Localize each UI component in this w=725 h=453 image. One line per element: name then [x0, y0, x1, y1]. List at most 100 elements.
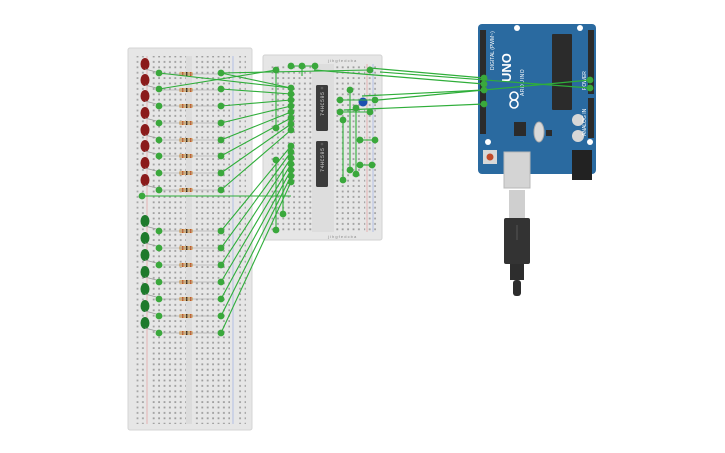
- resistor[interactable]: [160, 72, 222, 76]
- wire-node[interactable]: [155, 295, 163, 303]
- resistor[interactable]: [160, 154, 222, 158]
- jumper-wire[interactable]: [220, 151, 292, 249]
- analog-header[interactable]: [588, 98, 594, 138]
- wire-node[interactable]: [155, 244, 163, 252]
- wire-node[interactable]: [217, 85, 225, 93]
- wire-node[interactable]: [155, 85, 163, 93]
- arduino-wire[interactable]: [369, 67, 485, 79]
- wire-node[interactable]: [352, 104, 360, 112]
- power-header[interactable]: [588, 30, 594, 94]
- wire-node[interactable]: [217, 278, 225, 286]
- wire-node[interactable]: [346, 86, 354, 94]
- resistor[interactable]: [160, 88, 222, 92]
- wire-node[interactable]: [336, 108, 344, 116]
- wire-node[interactable]: [287, 148, 295, 156]
- wire-node[interactable]: [272, 226, 280, 234]
- jumper-wire[interactable]: [220, 69, 371, 74]
- wire-node[interactable]: [272, 124, 280, 132]
- wire-node[interactable]: [287, 62, 295, 70]
- wire-node[interactable]: [287, 142, 295, 150]
- wire-node[interactable]: [339, 176, 347, 184]
- wire-node[interactable]: [155, 136, 163, 144]
- wire-node[interactable]: [287, 166, 295, 174]
- wire-node[interactable]: [272, 66, 280, 74]
- resistor[interactable]: [160, 188, 222, 192]
- wire-node[interactable]: [217, 119, 225, 127]
- wire-node[interactable]: [311, 62, 319, 70]
- jumper-wire[interactable]: [220, 175, 292, 317]
- wire-node[interactable]: [287, 96, 295, 104]
- jumper-wire[interactable]: [220, 111, 292, 141]
- capacitor[interactable]: [358, 97, 368, 107]
- shift-register-1[interactable]: 74HC595: [316, 85, 328, 131]
- arduino-wire[interactable]: [313, 69, 485, 85]
- jumper-wire[interactable]: [220, 163, 292, 283]
- wire-node[interactable]: [371, 96, 379, 104]
- wire-node[interactable]: [368, 161, 376, 169]
- resistor[interactable]: [160, 331, 222, 335]
- jumper-wire[interactable]: [220, 157, 292, 266]
- wire-node[interactable]: [155, 102, 163, 110]
- resistor[interactable]: [160, 297, 222, 301]
- wire-node[interactable]: [346, 166, 354, 174]
- jumper-wire[interactable]: [158, 72, 292, 89]
- wire-node[interactable]: [138, 192, 146, 200]
- jumper-wire[interactable]: [220, 123, 292, 174]
- wire-node[interactable]: [217, 69, 225, 77]
- resistor[interactable]: [160, 104, 222, 108]
- wire-node[interactable]: [155, 329, 163, 337]
- resistor[interactable]: [160, 314, 222, 318]
- jumper-wire[interactable]: [158, 69, 277, 90]
- resistor[interactable]: [160, 138, 222, 142]
- wire-node[interactable]: [480, 80, 488, 88]
- jumper-wire[interactable]: [220, 72, 292, 89]
- wire-node[interactable]: [217, 169, 225, 177]
- wire-node[interactable]: [155, 227, 163, 235]
- wire-node[interactable]: [217, 244, 225, 252]
- wire-node[interactable]: [217, 136, 225, 144]
- wire-node[interactable]: [287, 90, 295, 98]
- wire-node[interactable]: [352, 170, 360, 178]
- resistor[interactable]: [160, 263, 222, 267]
- arduino-wire[interactable]: [343, 103, 485, 111]
- wire-node[interactable]: [287, 154, 295, 162]
- wire-node[interactable]: [480, 74, 488, 82]
- resistor[interactable]: [160, 171, 222, 175]
- resistor[interactable]: [160, 229, 222, 233]
- wire-node[interactable]: [217, 227, 225, 235]
- resistor[interactable]: [160, 246, 222, 250]
- wire-node[interactable]: [480, 100, 488, 108]
- jumper-wire[interactable]: [220, 129, 292, 191]
- wire-node[interactable]: [217, 261, 225, 269]
- jumper-wire[interactable]: [220, 88, 292, 95]
- wire-node[interactable]: [336, 96, 344, 104]
- usb-cable[interactable]: [503, 151, 531, 296]
- wire-node[interactable]: [287, 178, 295, 186]
- wire-node[interactable]: [287, 172, 295, 180]
- wire-node[interactable]: [217, 312, 225, 320]
- jumper-wire[interactable]: [220, 105, 292, 124]
- wire-node[interactable]: [287, 108, 295, 116]
- wire-node[interactable]: [155, 261, 163, 269]
- arduino-wire[interactable]: [361, 89, 485, 97]
- wire-node[interactable]: [217, 152, 225, 160]
- wire-node[interactable]: [155, 69, 163, 77]
- jumper-wire[interactable]: [220, 117, 292, 157]
- wire-node[interactable]: [287, 102, 295, 110]
- arduino-uno-board[interactable]: UNO ARDUINO DIGITAL (PWM~) POWER ANALOG …: [478, 24, 596, 180]
- wire-node[interactable]: [217, 329, 225, 337]
- wire-node[interactable]: [287, 160, 295, 168]
- wire-node[interactable]: [217, 186, 225, 194]
- jumper-wire[interactable]: [220, 181, 292, 334]
- wire-node[interactable]: [298, 62, 306, 70]
- wire-node[interactable]: [155, 278, 163, 286]
- wire-node[interactable]: [480, 86, 488, 94]
- wire-node[interactable]: [279, 210, 287, 218]
- wire-node[interactable]: [217, 295, 225, 303]
- wire-node[interactable]: [339, 116, 347, 124]
- wire-node[interactable]: [155, 312, 163, 320]
- resistor[interactable]: [160, 121, 222, 125]
- wire-node[interactable]: [287, 126, 295, 134]
- wire-node[interactable]: [155, 186, 163, 194]
